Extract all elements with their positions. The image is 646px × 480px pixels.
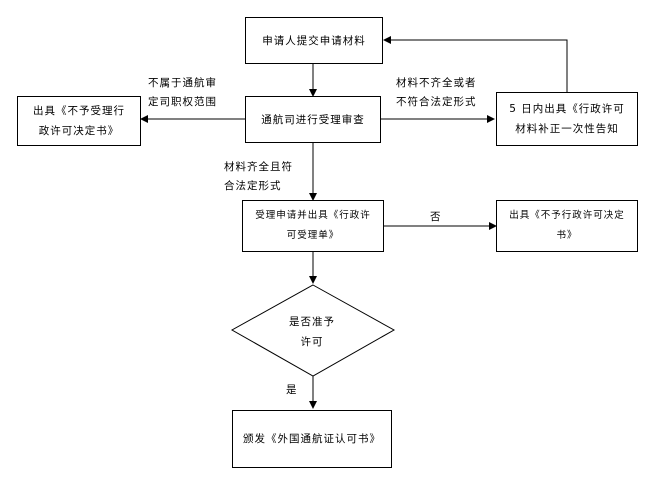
edge-label-incomplete: 材料不齐全或者 不符合法定形式 xyxy=(396,77,477,108)
edge-label-out-of-scope: 不属于通航审 定司职权范围 xyxy=(148,77,217,108)
node-issue-license-label: 颁发《外国通航证认可书》 xyxy=(243,433,381,445)
node-not-accept-notice-label: 出具《不予受理行 政许可决定书》 xyxy=(33,105,125,137)
edge-label-complete: 材料齐全且符 合法定形式 xyxy=(224,161,293,192)
node-submit-application: 申请人提交申请材料 xyxy=(245,17,383,64)
node-decision-label: 是否准予 许可 xyxy=(289,316,335,348)
decision-diamond xyxy=(230,284,396,377)
node-review-label: 通航司进行受理审查 xyxy=(261,113,365,126)
node-not-accept-notice: 出具《不予受理行 政许可决定书》 xyxy=(17,96,141,146)
node-issue-license: 颁发《外国通航证认可书》 xyxy=(232,410,392,468)
arrow-supplement-to-submit xyxy=(383,36,568,92)
node-review: 通航司进行受理审查 xyxy=(245,96,381,143)
node-supplement-notice: 5 日内出具《行政许可 材料补正一次性告知 xyxy=(496,92,638,146)
edge-label-no: 否 xyxy=(430,211,442,223)
node-reject-decision: 出具《不予行政许可决定 书》 xyxy=(496,200,638,252)
edge-label-yes: 是 xyxy=(286,384,298,396)
node-submit-application-label: 申请人提交申请材料 xyxy=(262,34,366,47)
node-reject-decision-label: 出具《不予行政许可决定 书》 xyxy=(509,210,625,241)
node-supplement-notice-label: 5 日内出具《行政许可 材料补正一次性告知 xyxy=(509,103,625,135)
node-accept-issue: 受理申请并出具《行政许 可受理单》 xyxy=(242,200,384,252)
node-accept-issue-label: 受理申请并出具《行政许 可受理单》 xyxy=(255,210,371,241)
